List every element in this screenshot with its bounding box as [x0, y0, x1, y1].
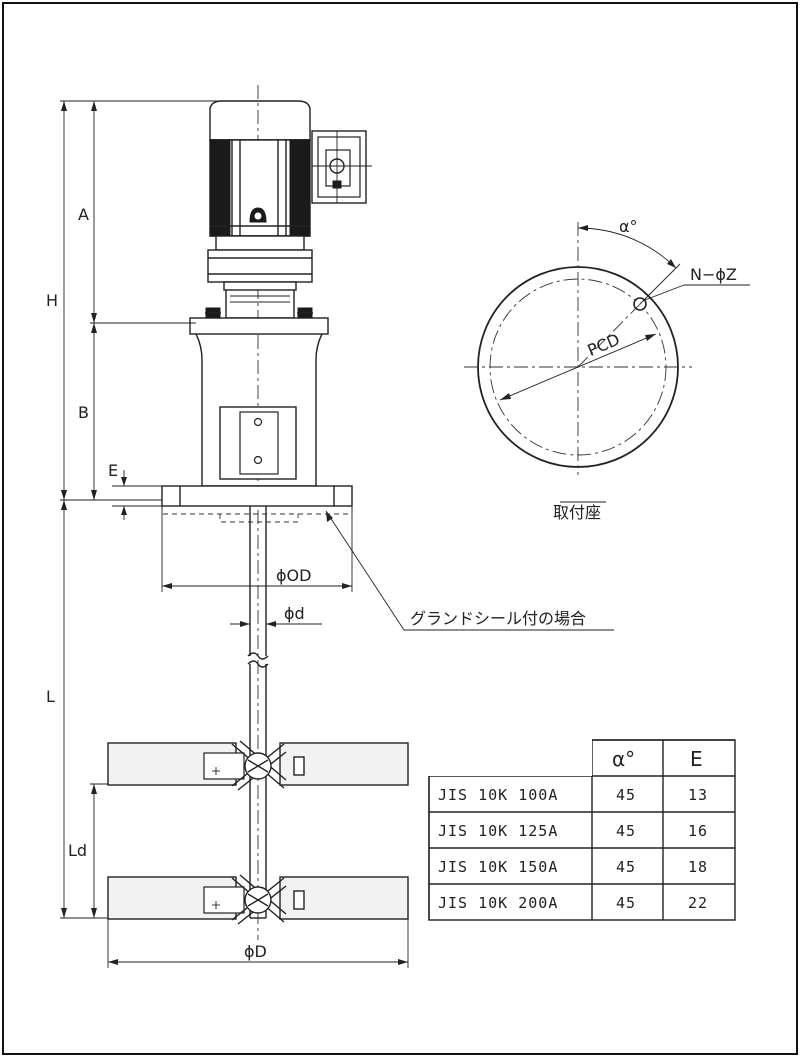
table-row-2-alpha: 45 [616, 822, 636, 840]
dim-d-label: ϕd [284, 604, 305, 623]
table-row-1-alpha: 45 [616, 786, 636, 804]
dim-e-label: E [108, 461, 118, 480]
impeller-lower [107, 874, 409, 925]
impeller-upper [107, 740, 409, 791]
flange-table [428, 739, 736, 921]
dim-l-label: L [46, 687, 55, 706]
table-header-e: E [690, 747, 703, 771]
table-row-3-alpha: 45 [616, 858, 636, 876]
gland-seal-leader [325, 510, 614, 631]
table-row-4-alpha: 45 [616, 894, 636, 912]
table-row-4-e: 22 [688, 894, 708, 912]
holes-label: N−ϕZ [690, 265, 737, 284]
stand [189, 307, 329, 487]
dim-od-label: ϕOD [276, 566, 311, 585]
dim-h-label: H [46, 291, 58, 310]
table-row-3-name: JIS 10K 150A [438, 858, 558, 876]
base-flange [161, 485, 353, 523]
table-header-alpha: α° [612, 747, 635, 771]
table-row-2-e: 16 [688, 822, 708, 840]
table-row-4-name: JIS 10K 200A [438, 894, 558, 912]
table-row-2-name: JIS 10K 125A [438, 822, 558, 840]
dim-bigd-label: ϕD [244, 942, 267, 961]
table-row-3-e: 18 [688, 858, 708, 876]
table-row-1-e: 13 [688, 786, 708, 804]
reducer [207, 235, 313, 319]
table-row-1-name: JIS 10K 100A [438, 786, 558, 804]
gland-seal-note: グランドシール付の場合 [410, 609, 586, 628]
alpha-label: α° [619, 217, 638, 236]
shaft [247, 506, 269, 919]
dimension-lines [60, 100, 409, 968]
flange-caption: 取付座 [553, 503, 601, 522]
dim-a-label: A [78, 205, 89, 224]
dim-ld-label: Ld [68, 841, 87, 860]
flange-view [464, 222, 750, 503]
dim-b-label: B [78, 403, 89, 422]
motor [209, 100, 372, 237]
